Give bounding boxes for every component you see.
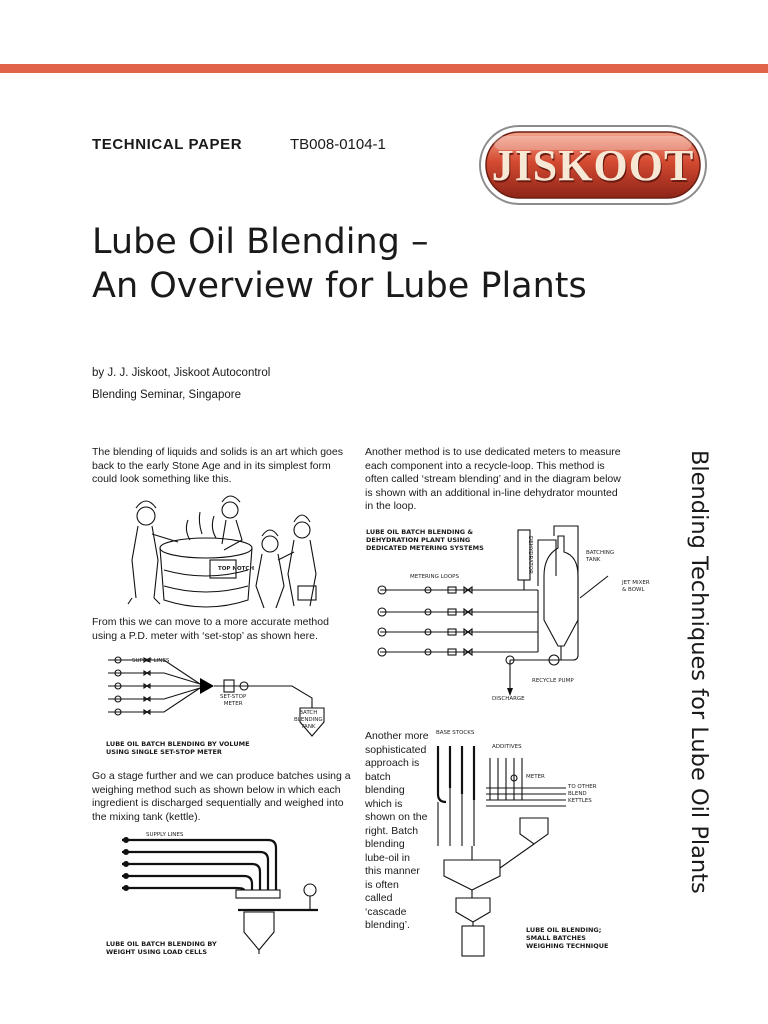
supply-lines [122, 838, 278, 891]
event: Blending Seminar, Singapore [92, 389, 241, 401]
jet-mixer-label: JET MIXER & BOWL [622, 580, 650, 593]
batching-tank-label: BATCHING TANK [586, 550, 615, 563]
meter-label: METER [526, 774, 545, 780]
paragraph-weighing: Go a stage further and we can produce ba… [92, 770, 351, 823]
metering-loops [380, 589, 538, 653]
load-cell-diagram [122, 836, 318, 954]
paragraph-stone-age: The blending of liquids and solids is an… [92, 446, 343, 485]
set-stop-meter-diagram [108, 656, 325, 737]
cascade-caption: LUBE OIL BLENDING; SMALL BATCHES WEIGHIN… [526, 926, 609, 950]
cartoon-cooks-illustration [127, 495, 317, 609]
set-stop-caption: LUBE OIL BATCH BLENDING BY VOLUME USING … [106, 740, 250, 756]
base-stocks-label: BASE STOCKS [436, 730, 475, 736]
load-cell-caption: LUBE OIL BATCH BLENDING BY WEIGHT USING … [106, 940, 217, 956]
paper-label: TECHNICAL PAPER [92, 136, 243, 153]
additives-label: ADDITIVES [492, 744, 522, 750]
base-stock-lines [436, 746, 476, 804]
side-title-text: Blending Techniques for Lube Oil Plants [686, 450, 712, 894]
side-title: Blending Techniques for Lube Oil Plants [664, 450, 724, 894]
other-kettles-label: TO OTHER BLEND KETTLES [568, 784, 597, 804]
discharge-label: DISCHARGE [492, 696, 525, 702]
cascade-blending-diagram [436, 746, 566, 957]
document-number: TB008-0104-1 [290, 136, 386, 153]
paragraph-cascade: Another more sophisticated approach is b… [365, 730, 429, 931]
title-line-1: Lube Oil Blending – [92, 222, 429, 262]
paragraph-set-stop: From this we can move to a more accurate… [92, 616, 329, 642]
supply-lines [108, 659, 201, 713]
recycle-pump-label: RECYCLE PUMP [532, 678, 574, 684]
pot-label: TOP NOTCH [218, 566, 255, 572]
supply-lines-label: SUPPLY LINES [132, 658, 170, 664]
dehydration-caption: LUBE OIL BATCH BLENDING & DEHYDRATION PL… [366, 528, 484, 552]
metering-loops-label: METERING LOOPS [410, 574, 459, 580]
byline: by J. J. Jiskoot, Jiskoot Autocontrol Bl… [92, 362, 270, 406]
dehydrator-label: DEHYDRATOR [527, 536, 533, 574]
set-stop-meter-label: SET-STOP METER [220, 694, 247, 707]
additive-lines [489, 758, 523, 800]
jiskoot-logo [479, 125, 707, 205]
weight-supply-lines-label: SUPPLY LINES [146, 832, 184, 838]
batch-tank-label: BATCH BLENDING TANK [294, 710, 323, 730]
logo-wordmark: JISKOOT [491, 140, 695, 190]
page-title: Lube Oil Blending – An Overview for Lube… [92, 220, 587, 308]
dehydration-plant-diagram [377, 525, 609, 696]
author: by J. J. Jiskoot, Jiskoot Autocontrol [92, 367, 271, 379]
title-line-2: An Overview for Lube Plants [92, 266, 587, 306]
accent-bar [0, 64, 768, 73]
paragraph-stream-blending: Another method is to use dedicated meter… [365, 446, 621, 512]
